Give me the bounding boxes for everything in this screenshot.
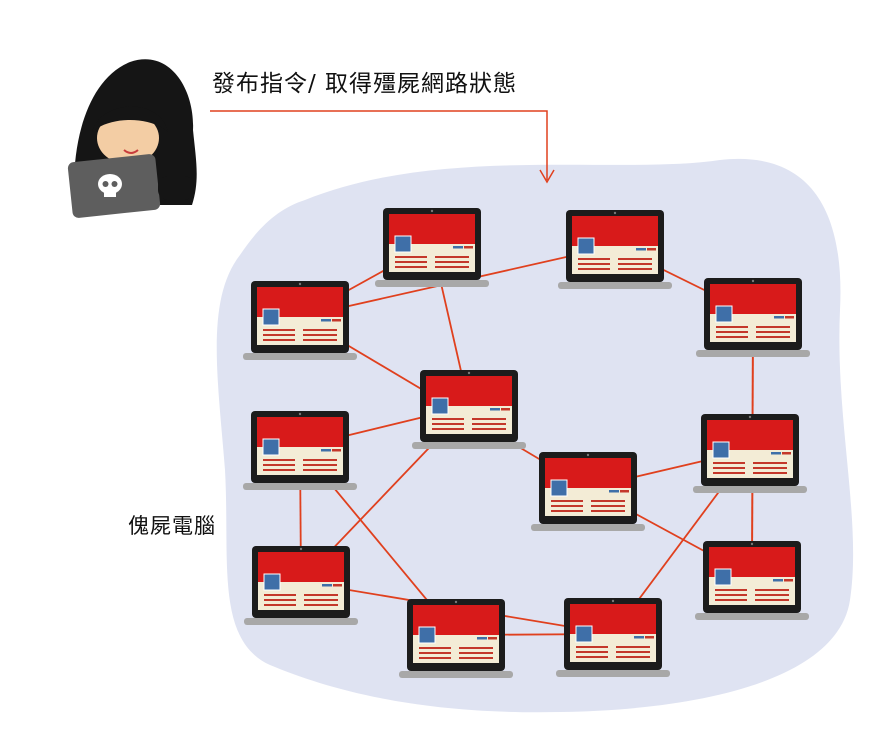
hacker-smile <box>123 149 139 154</box>
laptop-icon <box>244 546 358 625</box>
zombie-computers-label: 傀屍電腦 <box>128 514 216 538</box>
hacker-hood-brim <box>92 106 168 132</box>
laptop-icon <box>696 278 810 357</box>
hooded-hacker-icon <box>67 59 197 218</box>
laptop-icon <box>399 599 513 678</box>
laptop-icon <box>243 411 357 490</box>
laptop-icon <box>531 452 645 531</box>
skull-icon <box>98 174 122 197</box>
command-arrowhead <box>539 169 555 184</box>
laptop-icon <box>412 370 526 449</box>
hacker-hand <box>158 176 194 200</box>
laptop-icon <box>695 541 809 620</box>
zombie-computers <box>243 208 810 678</box>
laptop-icon <box>375 208 489 287</box>
laptop-icon <box>558 210 672 289</box>
command-arrow-line <box>210 110 548 180</box>
network-blob <box>216 158 854 713</box>
laptop-icon <box>693 414 807 493</box>
laptop-icon <box>243 281 357 360</box>
hacker-face <box>97 112 159 164</box>
laptop-icon <box>556 598 670 677</box>
command-label: 發布指令/ 取得殭屍網路狀態 <box>212 71 518 97</box>
